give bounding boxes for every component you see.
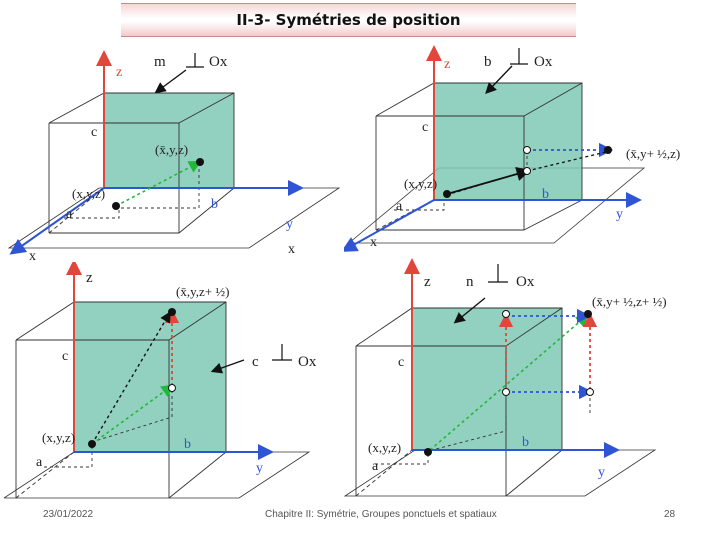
label-origin-point: (x,y,z)	[42, 430, 75, 445]
point-origin	[112, 202, 120, 210]
panel-glide-n: z n Ox (x̄,y+ ½,z+ ½) c (x,y,z) a b y	[340, 256, 716, 500]
point-mirror-open	[523, 146, 531, 154]
label-x: x	[370, 235, 377, 250]
label-c: c	[422, 120, 428, 135]
label-plane-axis: Ox	[534, 54, 553, 70]
label-origin-point: (x,y,z)	[72, 186, 105, 201]
point-mirror-open	[502, 388, 510, 396]
label-c: c	[62, 349, 68, 364]
footer-page-number: 28	[664, 509, 676, 520]
label-y: y	[256, 461, 263, 476]
perpendicular-icon	[186, 53, 204, 68]
label-plane: n	[466, 274, 474, 290]
label-a: a	[66, 207, 73, 222]
label-image-point: (x̄,y+ ½,z)	[626, 146, 680, 161]
point-origin	[88, 440, 96, 448]
point-image	[584, 310, 592, 318]
footer-chapter: Chapitre II: Symétrie, Groupes ponctuels…	[265, 509, 497, 520]
point-shift-open-top	[502, 310, 510, 318]
label-plane-axis: Ox	[298, 354, 317, 370]
base-plane	[343, 449, 657, 497]
label-c: c	[91, 125, 97, 140]
label-origin-point: (x,y,z)	[368, 440, 401, 455]
pointer-arrow	[453, 297, 486, 324]
label-y: y	[616, 207, 623, 222]
glide-plane	[434, 83, 582, 200]
panel-glide-b: z b Ox c (x̄,y+ ½,z) (x,y,z) a b y x	[344, 38, 716, 252]
label-y: y	[598, 465, 605, 480]
title-bar: II-3- Symétries de position	[121, 3, 576, 37]
footer-date: 23/01/2022	[43, 509, 94, 520]
mirror-plane	[104, 93, 234, 188]
green-arrow	[429, 313, 589, 451]
point-mirror-open-2	[523, 167, 531, 175]
label-plane-axis: Ox	[209, 54, 228, 70]
green-arrow	[91, 384, 175, 445]
perpendicular-icon	[272, 344, 292, 361]
label-z: z	[424, 274, 431, 290]
label-x-right: x	[288, 242, 295, 257]
pointer-arrow	[210, 359, 245, 374]
label-plane: b	[484, 54, 492, 70]
label-b: b	[522, 435, 529, 450]
slide-title: II-3- Symétries de position	[236, 11, 461, 29]
pointer-arrow	[485, 65, 513, 95]
label-a: a	[36, 455, 43, 470]
label-plane-axis: Ox	[516, 274, 535, 290]
diagram-mirror-m: z m Ox c (x̄,y,z) (x,y,z) a b y x x	[7, 50, 341, 262]
black-arrow	[446, 167, 531, 195]
label-plane: c	[252, 354, 259, 370]
point-origin	[424, 448, 432, 456]
glide-plane	[74, 302, 226, 452]
label-origin-point: (x,y,z)	[404, 176, 437, 191]
point-mirror-open	[168, 384, 176, 392]
label-a: a	[372, 459, 379, 474]
label-image-point: (x̄,y,z)	[155, 142, 188, 157]
diagram-glide-c: z (x̄,y,z+ ½) c c Ox (x,y,z) a b y	[4, 262, 317, 499]
panel-glide-c: z (x̄,y,z+ ½) c c Ox (x,y,z) a b y	[4, 262, 330, 500]
label-x: x	[29, 249, 36, 262]
diagram-glide-n: z n Ox (x̄,y+ ½,z+ ½) c (x,y,z) a b y	[343, 258, 667, 497]
glide-plane	[412, 308, 562, 450]
label-b: b	[542, 187, 549, 202]
point-origin	[443, 190, 451, 198]
label-a: a	[396, 199, 403, 214]
axis-x	[344, 199, 435, 252]
label-y: y	[286, 217, 293, 232]
point-image	[604, 146, 612, 154]
label-image-point: (x̄,y,z+ ½)	[176, 284, 229, 299]
label-z: z	[116, 65, 122, 80]
point-image	[196, 158, 204, 166]
label-image-point: (x̄,y+ ½,z+ ½)	[592, 294, 667, 309]
diagram-glide-b: z b Ox c (x̄,y+ ½,z) (x,y,z) a b y x	[344, 45, 680, 252]
label-z: z	[86, 270, 93, 286]
dotted-link	[526, 151, 607, 172]
label-c: c	[398, 355, 404, 370]
label-b: b	[184, 437, 191, 452]
black-arrow	[91, 311, 171, 445]
label-z: z	[444, 57, 450, 72]
perpendicular-icon	[510, 48, 528, 65]
panel-mirror-m: z m Ox c (x̄,y,z) (x,y,z) a b y x x	[4, 38, 344, 262]
point-image	[168, 308, 176, 316]
pointer-arrow	[154, 69, 187, 94]
base-plane	[4, 451, 311, 499]
label-plane: m	[154, 54, 166, 70]
axis-x	[9, 187, 105, 255]
label-b: b	[211, 197, 218, 212]
perpendicular-icon	[488, 264, 508, 283]
point-shift-open-right	[586, 388, 594, 396]
